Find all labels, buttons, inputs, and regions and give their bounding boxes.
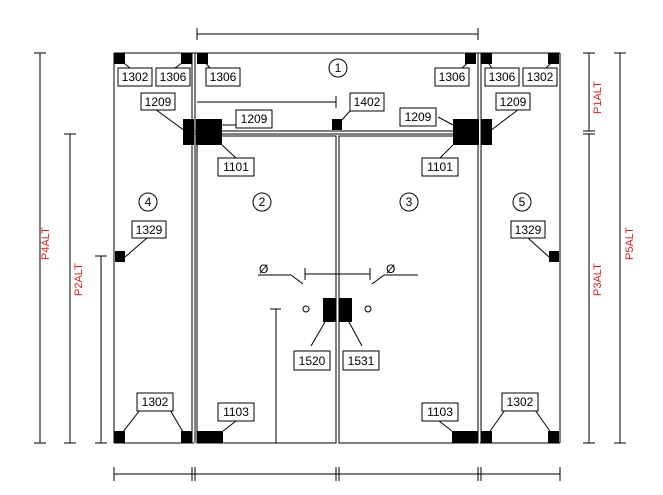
top-dimension bbox=[196, 28, 479, 40]
part-tag-1306-top-left: 1306 bbox=[155, 67, 191, 87]
patch-bottom-right bbox=[452, 431, 478, 443]
part-tag-1306-top-center-left: 1306 bbox=[205, 67, 241, 87]
handle-hole-left bbox=[302, 305, 310, 313]
panel-number-3: 3 bbox=[399, 192, 419, 212]
lock-1520 bbox=[323, 298, 336, 322]
part-tag-1531: 1531 bbox=[342, 350, 380, 371]
part-tag-1101-right: 1101 bbox=[421, 157, 459, 177]
part-tag-1402: 1402 bbox=[349, 92, 385, 112]
panel-number-2: 2 bbox=[252, 192, 272, 212]
svg-text:1302: 1302 bbox=[142, 395, 169, 409]
svg-text:2: 2 bbox=[259, 195, 266, 209]
svg-text:3: 3 bbox=[406, 195, 413, 209]
connector-left bbox=[183, 119, 194, 145]
svg-text:1103: 1103 bbox=[223, 405, 249, 419]
svg-text:1209: 1209 bbox=[241, 112, 268, 126]
svg-text:1209: 1209 bbox=[145, 95, 172, 109]
panel-number-5: 5 bbox=[512, 192, 532, 212]
clamp-top-right-inner bbox=[481, 53, 492, 64]
svg-text:1306: 1306 bbox=[489, 70, 516, 84]
svg-text:1302: 1302 bbox=[527, 70, 554, 84]
strike-1531 bbox=[339, 298, 352, 322]
svg-text:1306: 1306 bbox=[210, 70, 237, 84]
svg-text:1520: 1520 bbox=[299, 354, 326, 368]
lock-1402 bbox=[332, 119, 342, 130]
part-tag-1209-center-left: 1209 bbox=[235, 109, 273, 129]
svg-text:1402: 1402 bbox=[354, 95, 381, 109]
part-tag-1209-left: 1209 bbox=[140, 92, 176, 111]
part-tag-1101-left: 1101 bbox=[217, 157, 255, 177]
handle-marks: Ø Ø bbox=[258, 262, 418, 443]
height-label-p5: P5ALT bbox=[624, 227, 636, 260]
part-tag-1302-top-left: 1302 bbox=[117, 67, 153, 87]
part-tag-1329-right: 1329 bbox=[510, 220, 546, 239]
bottom-dimensions bbox=[113, 467, 561, 481]
clamp-top-center-right bbox=[465, 53, 476, 64]
part-tag-1103-left: 1103 bbox=[217, 402, 255, 422]
svg-text:1302: 1302 bbox=[507, 395, 534, 409]
diameter-right: Ø bbox=[386, 262, 395, 276]
clamp-mid-right bbox=[549, 251, 559, 262]
diameter-left: Ø bbox=[259, 262, 268, 276]
svg-text:1101: 1101 bbox=[427, 160, 453, 174]
right-height-dimensions: P1ALT P3ALT P5ALT bbox=[583, 52, 636, 444]
svg-text:1329: 1329 bbox=[136, 223, 163, 237]
part-tag-1520: 1520 bbox=[293, 350, 331, 371]
svg-text:1209: 1209 bbox=[405, 110, 432, 124]
patch-bottom-left bbox=[197, 431, 223, 443]
svg-text:4: 4 bbox=[145, 195, 152, 209]
left-height-dimensions: P4ALT P2ALT bbox=[34, 52, 107, 444]
svg-text:5: 5 bbox=[519, 195, 526, 209]
part-tag-1209-center-right: 1209 bbox=[399, 107, 437, 127]
height-label-p3: P3ALT bbox=[592, 263, 604, 296]
svg-text:1103: 1103 bbox=[427, 405, 453, 419]
clamp-top-right bbox=[548, 53, 559, 64]
height-label-p1: P1ALT bbox=[592, 81, 604, 114]
height-label-p4: P4ALT bbox=[40, 227, 52, 260]
part-tag-1302-bottom-left: 1302 bbox=[136, 392, 174, 412]
panel-number-1: 1 bbox=[328, 58, 348, 78]
part-tag-1302-top-right: 1302 bbox=[522, 67, 558, 87]
svg-text:1531: 1531 bbox=[348, 354, 375, 368]
svg-text:1329: 1329 bbox=[515, 223, 542, 237]
part-tag-1209-right: 1209 bbox=[495, 92, 531, 111]
svg-text:1: 1 bbox=[335, 61, 342, 75]
height-label-p2: P2ALT bbox=[73, 263, 85, 296]
svg-text:1209: 1209 bbox=[500, 95, 527, 109]
leader-lines bbox=[118, 59, 555, 438]
part-tag-1329-left: 1329 bbox=[131, 220, 167, 239]
patch-top-right bbox=[453, 119, 479, 145]
clamp-top-left bbox=[114, 53, 125, 64]
clamp-top-center-left bbox=[197, 53, 208, 64]
hardware-blocks bbox=[114, 53, 559, 443]
door-leaves bbox=[196, 135, 479, 444]
part-tag-1306-top-center-right: 1306 bbox=[434, 67, 470, 87]
handle-hole-right bbox=[364, 305, 372, 313]
part-tags: 1302 1306 1306 1306 1306 1302 1209 120 bbox=[117, 67, 558, 422]
clamp-top-left-inner bbox=[181, 53, 192, 64]
panel-number-4: 4 bbox=[138, 192, 158, 212]
part-tag-1306-top-right: 1306 bbox=[484, 67, 520, 87]
part-tag-1103-right: 1103 bbox=[421, 402, 459, 422]
svg-text:1306: 1306 bbox=[439, 70, 466, 84]
frame-outline bbox=[113, 52, 561, 444]
connector-right bbox=[481, 119, 492, 145]
clamp-mid-left bbox=[115, 251, 125, 262]
svg-text:1302: 1302 bbox=[122, 70, 149, 84]
svg-text:1306: 1306 bbox=[160, 70, 187, 84]
panel-numbers: 1 2 3 4 5 bbox=[138, 58, 532, 212]
patch-top-left bbox=[196, 119, 222, 145]
part-tag-1302-bottom-right: 1302 bbox=[501, 392, 539, 412]
clamp-bottom-left-inner bbox=[181, 431, 192, 443]
svg-text:1101: 1101 bbox=[223, 160, 249, 174]
